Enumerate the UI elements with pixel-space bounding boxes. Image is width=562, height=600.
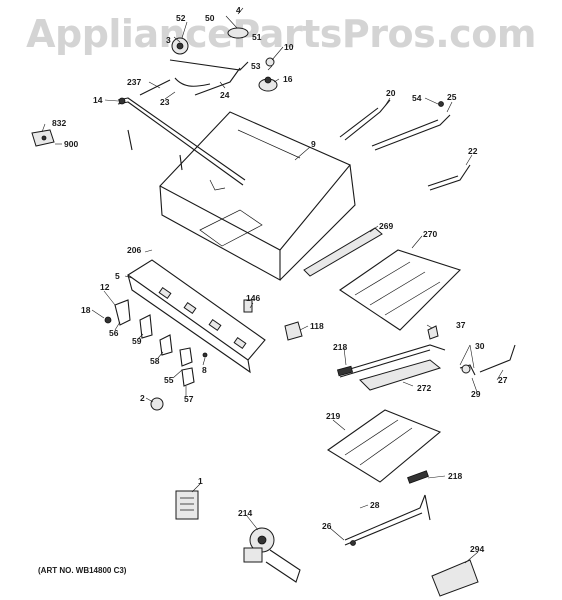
callout-label: 294	[470, 544, 485, 554]
callout-label: 18	[81, 305, 91, 315]
lower-tube	[344, 494, 431, 546]
callout-label: 4	[236, 5, 241, 15]
lower-pan	[326, 409, 442, 484]
callout-label: 219	[326, 411, 341, 421]
callout-label: 51	[252, 32, 262, 42]
callout-label: 54	[412, 93, 422, 103]
callout-label: 270	[423, 229, 438, 239]
callout-label: 218	[333, 342, 348, 352]
callout-label: 30	[475, 341, 485, 351]
callout-label: 58	[150, 356, 160, 366]
gas-manifold	[117, 97, 246, 186]
callout-label: 237	[127, 77, 142, 87]
callout-label: 14	[93, 95, 103, 105]
heat-shield	[303, 227, 462, 331]
callout-label: 1	[198, 476, 203, 486]
callout-label: 50	[205, 13, 215, 23]
callout-label: 5	[115, 271, 120, 281]
callout-label: 9	[311, 139, 316, 149]
callout-label: 206	[127, 245, 142, 255]
callout-label: 55	[164, 375, 174, 385]
callout-label: 10	[284, 42, 294, 52]
callout-label: 8	[202, 365, 207, 375]
callout-label: 57	[184, 394, 194, 404]
bracket-294	[431, 559, 479, 597]
callout-label: 218	[448, 471, 463, 481]
leader-lines	[41, 7, 504, 564]
callout-label: 26	[322, 521, 332, 531]
art-number: (ART NO. WB14800 C3)	[38, 566, 127, 575]
callout-label: 832	[52, 118, 67, 128]
pressure-regulator	[243, 527, 301, 583]
callout-label: 118	[310, 321, 324, 331]
callout-label: 16	[283, 74, 293, 84]
burner-tubes	[339, 99, 471, 191]
callout-label: 29	[471, 389, 481, 399]
burner-box	[159, 111, 356, 281]
callout-label: 52	[176, 13, 186, 23]
bracket-832	[31, 129, 55, 147]
callout-label: 59	[132, 336, 142, 346]
burner-cluster	[139, 27, 278, 96]
callout-label: 269	[379, 221, 394, 231]
callout-label: 56	[109, 328, 119, 338]
callout-label: 214	[238, 508, 253, 518]
callout-label: 146	[246, 293, 261, 303]
callout-label: 53	[251, 61, 261, 71]
callout-label: 12	[100, 282, 110, 292]
front-panel	[127, 259, 266, 374]
callout-label: 272	[417, 383, 432, 393]
callout-label: 900	[64, 139, 79, 149]
callout-label: 22	[468, 146, 478, 156]
callout-label: 27	[498, 375, 508, 385]
callout-label: 23	[160, 97, 170, 107]
callout-label: 25	[447, 92, 457, 102]
callout-label: 2	[140, 393, 145, 403]
valve-switches	[104, 299, 303, 411]
callout-label: 37	[456, 320, 466, 330]
callout-label: 24	[220, 90, 230, 100]
callout-label: 3	[166, 35, 171, 45]
callout-label: 28	[370, 500, 380, 510]
owner-manual	[175, 490, 199, 520]
callout-label: 20	[386, 88, 396, 98]
right-assemblies	[336, 325, 516, 391]
